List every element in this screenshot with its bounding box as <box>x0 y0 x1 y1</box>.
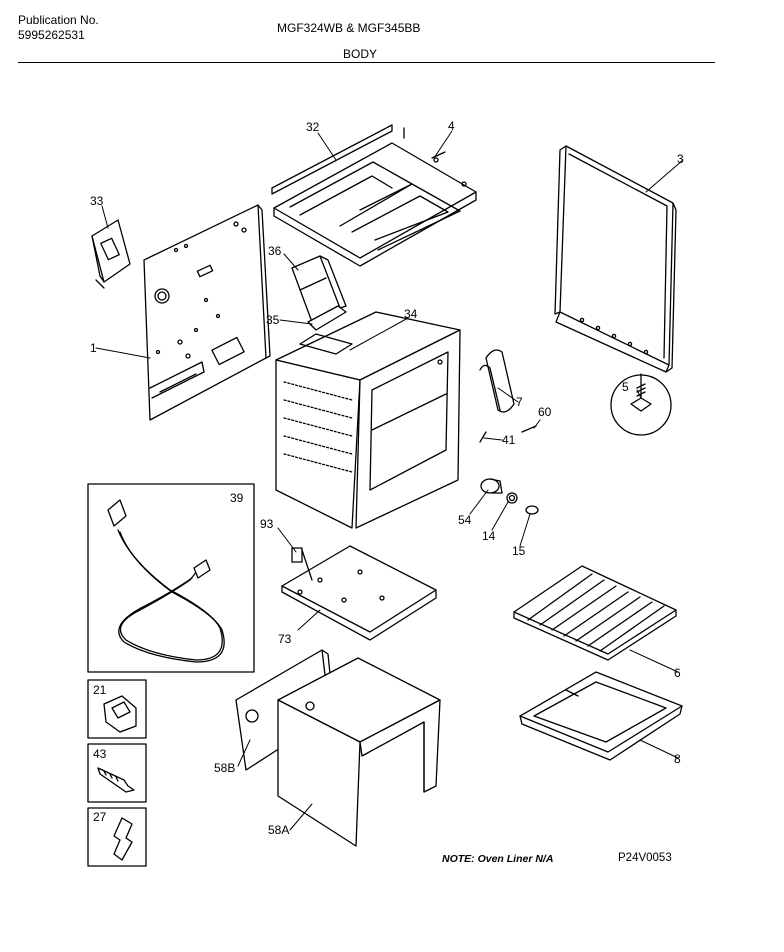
part-label-5: 5 <box>622 380 629 394</box>
part-label-3: 3 <box>677 152 684 166</box>
part-label-39: 39 <box>230 491 244 505</box>
header-rule <box>18 62 715 63</box>
part-label-32: 32 <box>306 120 320 134</box>
part-label-4: 4 <box>448 119 455 133</box>
vent-duct-drawing <box>291 255 347 331</box>
bracket-33-drawing <box>91 219 131 289</box>
power-cord-box <box>87 483 255 673</box>
part-label-14: 14 <box>482 529 496 543</box>
bottom-tray-drawing <box>281 545 437 641</box>
part-label-34: 34 <box>404 307 418 321</box>
burner-parts-drawing <box>479 349 537 443</box>
publication-label: Publication No. <box>18 13 99 27</box>
top-panel-drawing <box>271 124 477 267</box>
part-label-60: 60 <box>538 405 552 419</box>
model-numbers: MGF324WB & MGF345BB <box>277 21 421 35</box>
part-label-33: 33 <box>90 194 104 208</box>
part-label-1: 1 <box>90 341 97 355</box>
part-label-54: 54 <box>458 513 472 527</box>
drawing-code: P24V0053 <box>618 852 672 864</box>
oven-body-drawing <box>275 311 461 529</box>
section-title: BODY <box>343 47 378 61</box>
part-label-58b: 58B <box>214 761 235 775</box>
publication-number: 5995262531 <box>18 28 85 42</box>
part-label-41: 41 <box>502 433 516 447</box>
part-label-58a: 58A <box>268 823 289 837</box>
drawer-body-drawing <box>277 657 441 847</box>
leader-lines <box>95 130 684 831</box>
part-labels: 32 4 3 33 36 35 34 1 5 7 60 41 54 14 15 … <box>90 119 684 837</box>
part-label-43: 43 <box>93 747 107 761</box>
part-label-93: 93 <box>260 517 274 531</box>
broiler-pan-drawing <box>519 671 683 761</box>
part-label-27: 27 <box>93 810 107 824</box>
leveling-leg-drawing <box>610 373 672 436</box>
knob-parts-drawing <box>480 478 539 515</box>
part-label-6: 6 <box>674 666 681 680</box>
part-label-36: 36 <box>268 244 282 258</box>
part-21-box <box>87 679 147 739</box>
part-label-8: 8 <box>674 752 681 766</box>
side-panel-drawing <box>554 145 677 373</box>
part-27-box <box>87 807 147 867</box>
oven-liner-note: NOTE: Oven Liner N/A <box>442 853 554 865</box>
part-label-15: 15 <box>512 544 526 558</box>
part-label-21: 21 <box>93 683 107 697</box>
oven-rack-drawing <box>513 565 677 661</box>
part-label-73: 73 <box>278 632 292 646</box>
part-43-box <box>87 743 147 803</box>
part-label-7: 7 <box>516 395 523 409</box>
part-label-35: 35 <box>266 313 280 327</box>
back-panel-drawing <box>143 204 271 421</box>
